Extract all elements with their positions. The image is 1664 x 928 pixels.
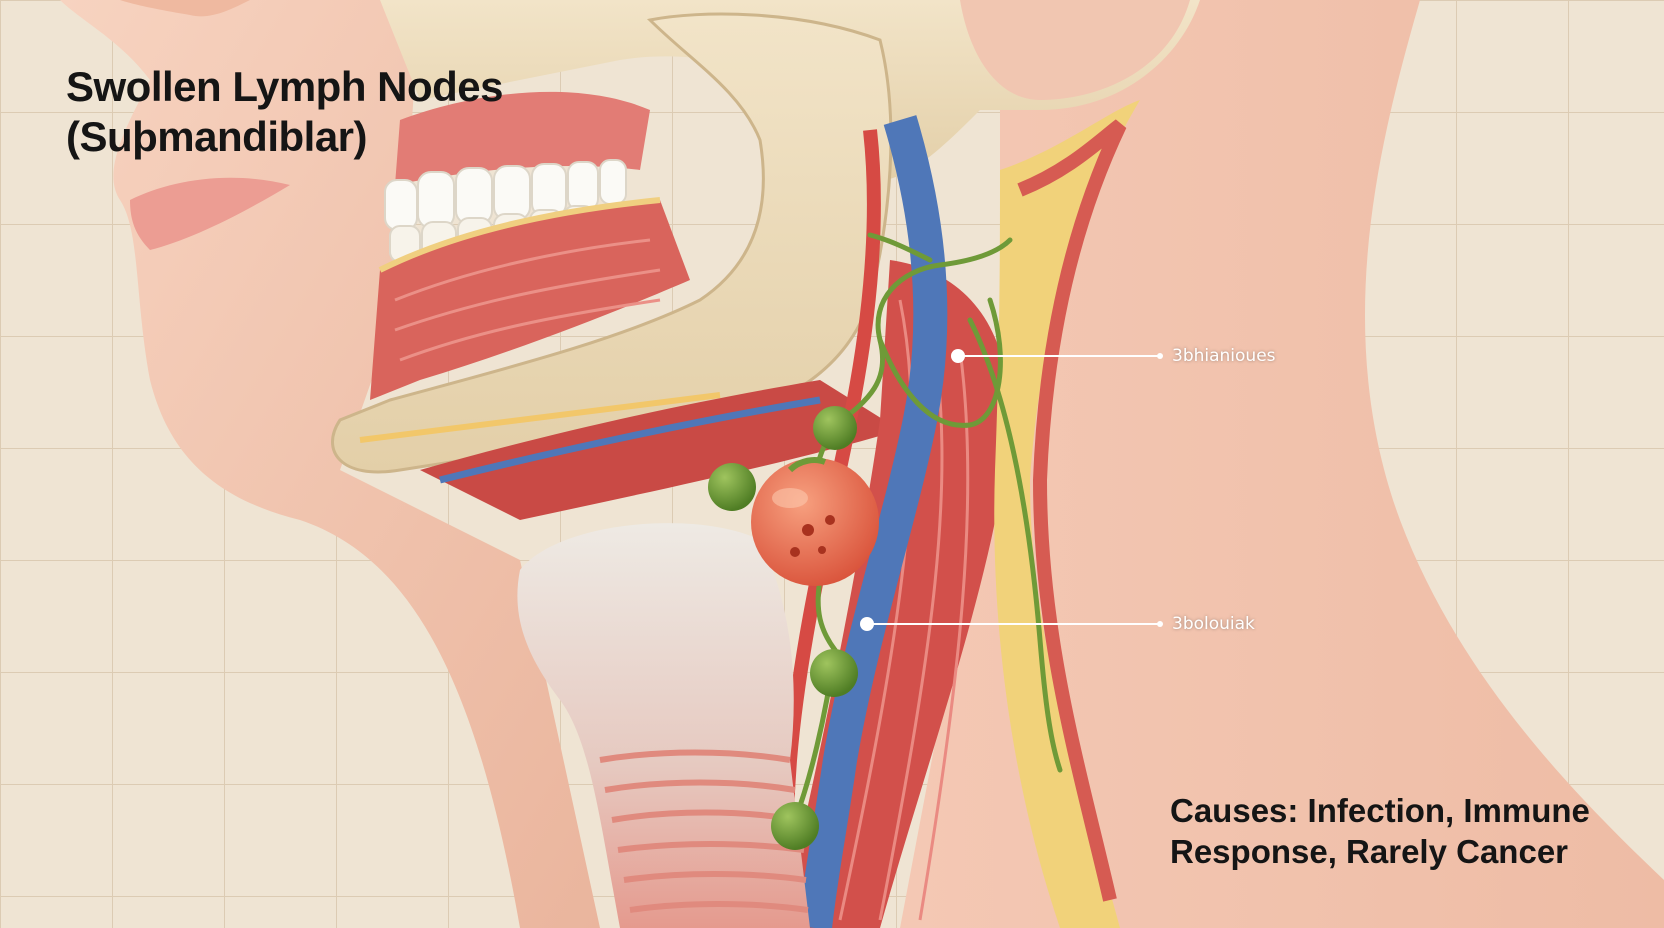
trachea-rings — [599, 749, 809, 913]
causes-caption: Causes: Infection, Immune Response, Rare… — [1170, 790, 1630, 872]
causes-line-2: Response, Rarely Cancer — [1170, 833, 1569, 870]
label-pointer-1 — [951, 349, 1163, 363]
fascia-layer — [994, 100, 1140, 928]
lymph-node-middle — [810, 649, 858, 697]
mandible-bone — [331, 12, 893, 474]
lips — [130, 177, 290, 250]
lymph-node-left — [708, 463, 756, 511]
lymph-node-upper — [813, 406, 857, 450]
label-pointer-2 — [860, 617, 1163, 631]
neck-skin — [900, 0, 1664, 928]
swollen-lymph-node — [751, 457, 879, 586]
title-line-1: Swollen Lymph Nodes — [66, 63, 504, 110]
upper-teeth — [384, 159, 627, 231]
tongue-muscle — [370, 200, 690, 400]
diagram-title: Swollen Lymph Nodes (Suþmandiblar) — [66, 62, 504, 162]
title-line-2: (Suþmandiblar) — [66, 113, 368, 160]
ear — [960, 0, 1190, 100]
structure-label-1: 3bhianioues — [1172, 346, 1276, 366]
floor-muscle — [420, 380, 900, 520]
causes-line-1: Causes: Infection, Immune — [1170, 792, 1590, 829]
lymph-node-lower — [771, 802, 819, 850]
structure-label-2: 3bolouiak — [1172, 614, 1255, 634]
nose — [120, 0, 250, 17]
trachea — [517, 523, 810, 928]
